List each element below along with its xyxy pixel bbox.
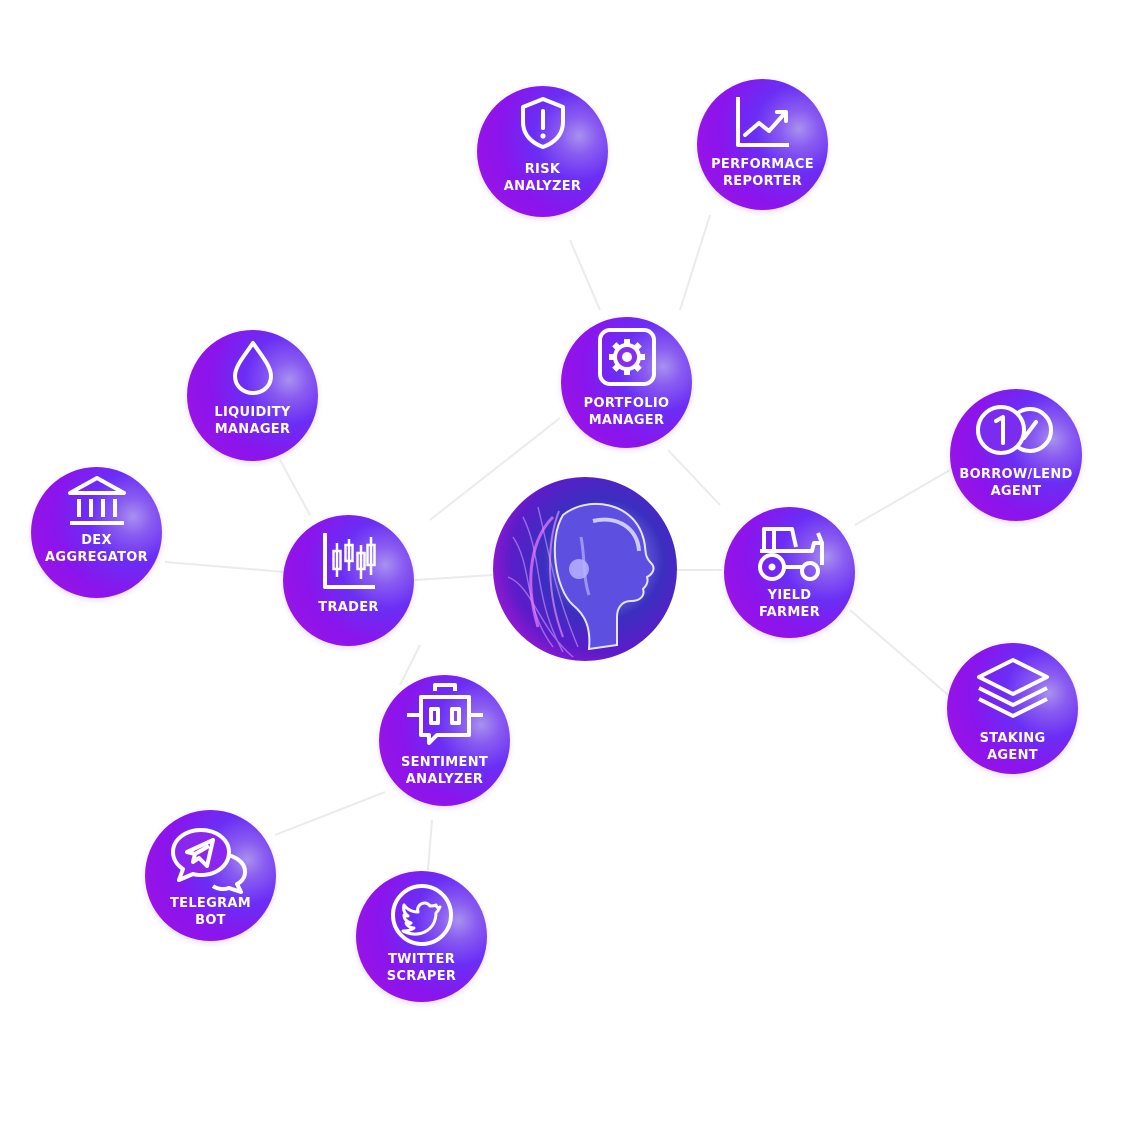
portfolio-manager-node[interactable]: PORTFOLIO MANAGER xyxy=(561,317,692,448)
settings-gear-icon xyxy=(597,328,656,386)
yield-farmer-node[interactable]: YIELD FARMER xyxy=(724,507,855,638)
bank-building-icon xyxy=(67,476,126,525)
node-label-line1: SENTIMENT xyxy=(400,755,489,770)
node-label-line2: REPORTER xyxy=(722,174,803,189)
shield-alert-icon xyxy=(520,97,565,149)
trader-node[interactable]: TRADER xyxy=(283,515,414,646)
node-label-line2: MANAGER xyxy=(214,422,291,437)
telegram-bot-node[interactable]: TELEGRAM BOT xyxy=(145,810,276,941)
node-label-line2: ANALYZER xyxy=(503,179,582,194)
liquidity-manager-node[interactable]: LIQUIDITY MANAGER xyxy=(187,330,318,461)
dex-aggregator-node[interactable]: DEX AGGREGATOR xyxy=(31,467,162,598)
node-label-line1: RISK xyxy=(524,162,561,177)
performance-reporter-node[interactable]: PERFORMACE REPORTER xyxy=(697,79,828,210)
node-label-line1: PERFORMACE xyxy=(711,157,814,172)
chat-bot-icon xyxy=(406,683,483,745)
stacked-layers-icon xyxy=(976,658,1049,718)
node-label-line2: SCRAPER xyxy=(386,969,457,984)
node-label-line2: BOT xyxy=(195,913,226,928)
candlestick-chart-icon xyxy=(322,533,376,589)
node-label-line1: BORROW/LEND xyxy=(959,467,1073,482)
tractor-icon xyxy=(757,527,824,581)
borrow-lend-agent-node[interactable]: BORROW/LEND AGENT xyxy=(950,389,1082,521)
node-label-line2: MANAGER xyxy=(588,413,665,428)
node-label-line2: ANALYZER xyxy=(405,772,484,787)
node-label-line1: STAKING xyxy=(979,731,1046,746)
node-label-line1: YIELD xyxy=(767,588,812,603)
twitter-scraper-node[interactable]: TWITTER SCRAPER xyxy=(356,871,487,1002)
node-label-line1: DEX xyxy=(81,533,112,548)
ai-head-avatar-icon xyxy=(507,502,655,658)
node-label-line1: LIQUIDITY xyxy=(214,405,291,420)
staking-agent-node[interactable]: STAKING AGENT xyxy=(947,643,1078,774)
sentiment-analyzer-node[interactable]: SENTIMENT ANALYZER xyxy=(379,675,510,806)
node-label-line2: AGENT xyxy=(987,748,1038,763)
risk-analyzer-node[interactable]: RISK ANALYZER xyxy=(477,86,608,217)
node-label-line1: TWITTER xyxy=(387,952,456,967)
node-label-line2: AGGREGATOR xyxy=(45,550,148,565)
telegram-chat-icon xyxy=(170,828,247,894)
water-drop-icon xyxy=(232,341,273,395)
coins-icon xyxy=(976,405,1053,455)
node-label-line1: TELEGRAM xyxy=(170,896,251,911)
ai-head-avatar[interactable] xyxy=(493,477,677,661)
line-chart-icon xyxy=(735,97,789,147)
twitter-bird-icon xyxy=(390,884,453,946)
node-label-line1: TRADER xyxy=(318,600,379,615)
node-label-line2: AGENT xyxy=(990,484,1042,499)
node-label-line1: PORTFOLIO xyxy=(583,396,670,411)
node-label-line2: FARMER xyxy=(758,605,821,620)
